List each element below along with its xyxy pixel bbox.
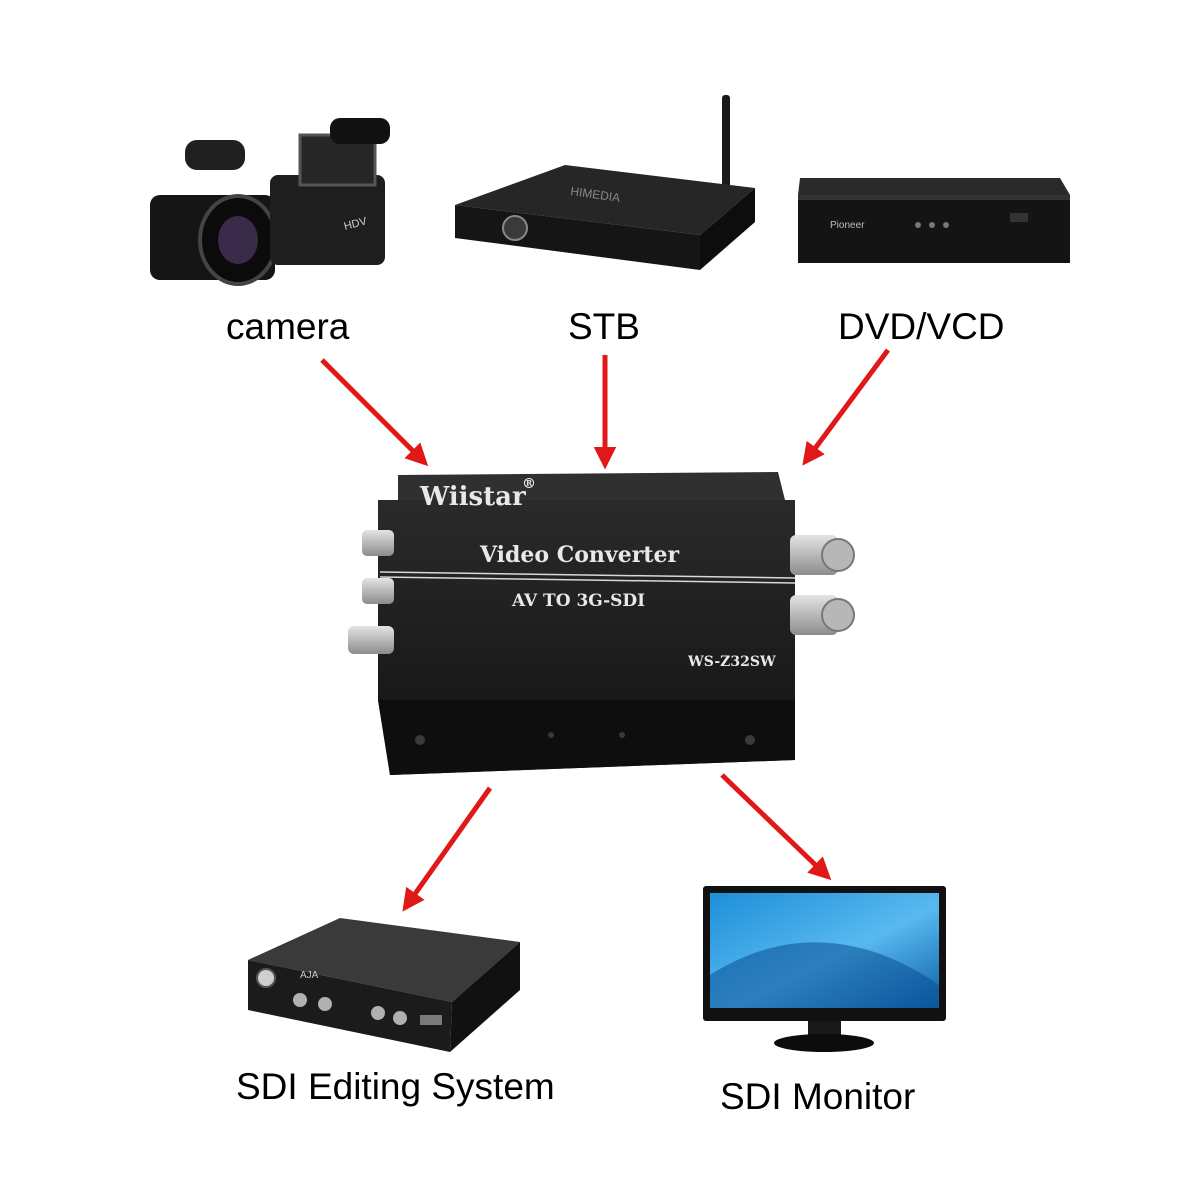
label-dvd-vcd: DVD/VCD <box>838 306 1005 347</box>
label-camera: camera <box>226 306 350 347</box>
converter-subtitle: AV TO 3G-SDI <box>511 591 645 611</box>
converter-registered-mark: ® <box>522 476 536 492</box>
arrow-camera-to-converter <box>320 358 429 467</box>
video-camera-icon: HDV <box>150 118 390 286</box>
rca-input-connectors <box>348 530 394 654</box>
label-sdi-monitor: SDI Monitor <box>720 1076 916 1117</box>
stb-brand: HIMEDIA <box>570 184 621 205</box>
svg-text:HDV: HDV <box>343 215 369 233</box>
arrow-dvd-to-converter <box>802 348 891 466</box>
arrow-converter-to-editing <box>402 786 493 912</box>
dvd-player-icon: Pioneer <box>798 178 1070 263</box>
converter-brand: Wiistar <box>419 482 526 512</box>
sdi-editing-device-icon: AJA <box>248 918 520 1052</box>
video-converter-device: Wiistar ® Video Converter AV TO 3G-SDI W… <box>348 472 855 775</box>
converter-model: WS-Z32SW <box>687 654 776 670</box>
bnc-output-connectors <box>790 535 855 635</box>
label-sdi-editing-system: SDI Editing System <box>236 1066 555 1107</box>
dvd-brand: Pioneer <box>830 220 865 231</box>
editing-brand: AJA <box>300 970 319 981</box>
set-top-box-icon: HIMEDIA <box>455 95 755 270</box>
monitor-icon <box>703 886 946 1052</box>
arrow-converter-to-monitor <box>720 773 832 881</box>
converter-title: Video Converter <box>479 542 679 568</box>
label-stb: STB <box>568 306 640 347</box>
signal-arrows <box>320 348 891 912</box>
